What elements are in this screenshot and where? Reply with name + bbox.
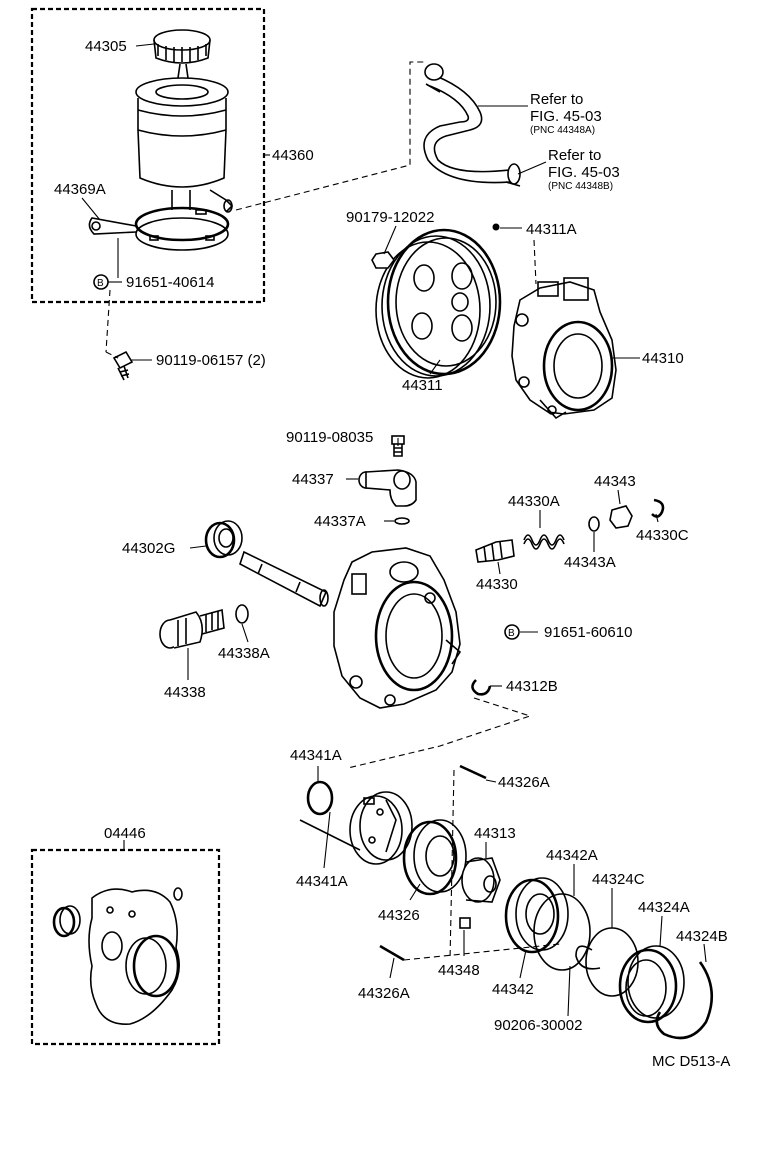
reservoir-cap <box>153 29 211 93</box>
side-plate-44342 <box>504 877 569 954</box>
label-44326a-bottom: 44326A <box>358 985 410 1002</box>
cam-ring-44326 <box>402 819 467 896</box>
oring-90206-30002 <box>575 945 601 970</box>
pump-shaft <box>239 550 329 608</box>
svg-text:B: B <box>508 628 515 639</box>
label-44348: 44348 <box>438 962 480 979</box>
housing-to-cartridge-dash <box>347 697 532 769</box>
seal-44342a <box>533 893 591 971</box>
label-90119-06157: 90119-06157 (2) <box>156 352 266 369</box>
label-44310: 44310 <box>642 350 684 367</box>
label-44342: 44342 <box>492 981 534 998</box>
label-44312b: 44312B <box>506 678 558 695</box>
label-44337: 44337 <box>292 471 334 488</box>
label-04446: 04446 <box>104 825 146 842</box>
label-refer2-fig: FIG. 45-03 <box>548 164 620 181</box>
label-44338: 44338 <box>164 684 206 701</box>
label-44311: 44311 <box>402 377 443 394</box>
label-44330c: 44330C <box>636 527 689 544</box>
label-refer1-title: Refer to <box>530 91 583 108</box>
label-refer2-title: Refer to <box>548 147 601 164</box>
reservoir-clamp <box>88 206 230 251</box>
pump-assembly <box>511 277 617 420</box>
label-refer1-pnc: (PNC 44348A) <box>530 125 595 136</box>
label-44338a: 44338A <box>218 645 270 662</box>
label-44343: 44343 <box>594 473 636 490</box>
leader-bolt-dash <box>105 289 111 353</box>
label-44330: 44330 <box>476 576 518 593</box>
rotor-44313 <box>461 857 501 903</box>
label-44341a-top: 44341A <box>290 747 342 764</box>
label-44305: 44305 <box>85 38 127 55</box>
reservoir-tank <box>135 77 234 213</box>
leader-bolt-dash-2 <box>105 351 119 359</box>
spring-44330a <box>523 534 565 550</box>
label-44341a-bottom: 44341A <box>296 873 348 890</box>
label-44324a: 44324A <box>638 899 690 916</box>
oring-44338a <box>235 604 249 624</box>
label-90206-30002: 90206-30002 <box>494 1017 582 1034</box>
label-refer2-pnc: (PNC 44348B) <box>548 181 613 192</box>
cover-44324a <box>618 945 685 1024</box>
nut-90179-12022 <box>371 251 395 269</box>
label-90179-12022: 90179-12022 <box>346 209 434 226</box>
reservoir-to-hose-dash <box>235 61 424 211</box>
label-44326a-top: 44326A <box>498 774 550 791</box>
b-marker-2: B <box>504 624 520 640</box>
label-44324c: 44324C <box>592 871 645 888</box>
label-44326: 44326 <box>378 907 420 924</box>
reservoir-assembly-box <box>30 7 266 304</box>
leader-lines <box>81 43 707 1017</box>
label-mc-code: MC D513-A <box>652 1053 730 1070</box>
hose-to-pump-dash <box>533 239 537 285</box>
gasket-kit <box>52 887 183 1025</box>
pump-housing <box>333 547 462 709</box>
label-44313: 44313 <box>474 825 516 842</box>
label-refer1-fig: FIG. 45-03 <box>530 108 602 125</box>
label-44342a: 44342A <box>546 847 598 864</box>
bolt-90119-06157 <box>112 350 134 381</box>
svg-text:B: B <box>97 278 104 289</box>
union-fitting <box>358 469 417 507</box>
valve-44338 <box>159 608 225 649</box>
b-marker-1: B <box>93 274 109 290</box>
label-44302g: 44302G <box>122 540 175 557</box>
pin-44326a-top <box>459 764 487 780</box>
pin-bottom-dash <box>403 943 561 961</box>
label-44369a: 44369A <box>54 181 106 198</box>
label-44311a: 44311A <box>526 221 577 238</box>
side-plate-44341a <box>349 791 413 865</box>
snap-ring-44330c <box>651 498 665 518</box>
snap-ring-44324b <box>655 961 714 1040</box>
label-44324b: 44324B <box>676 928 728 945</box>
snap-ring-44312b <box>471 679 492 696</box>
gasket-kit-box <box>30 848 221 1046</box>
oring-44341a-top <box>306 780 334 816</box>
plug-44343 <box>609 505 633 529</box>
label-44337a: 44337A <box>314 513 366 530</box>
leader-refer2 <box>517 161 547 175</box>
vane-44348 <box>459 917 471 929</box>
pin-44326a-bottom <box>379 944 405 962</box>
label-44360: 44360 <box>272 147 314 164</box>
bearing-44302g <box>204 520 243 559</box>
label-91651-40614: 91651-40614 <box>126 274 214 291</box>
label-90119-08035: 90119-08035 <box>286 429 373 446</box>
valve-44330 <box>475 539 515 563</box>
oring-44343a <box>588 516 600 532</box>
cover-44324c <box>585 927 639 997</box>
label-44343a: 44343A <box>564 554 616 571</box>
key-44311a <box>492 223 500 231</box>
pulley <box>375 228 502 379</box>
leader-cartridge-1 <box>299 819 361 851</box>
label-91651-60610: 91651-60610 <box>544 624 632 641</box>
gasket-44337a <box>394 517 410 525</box>
label-44330a: 44330A <box>508 493 560 510</box>
return-hose <box>423 63 521 187</box>
